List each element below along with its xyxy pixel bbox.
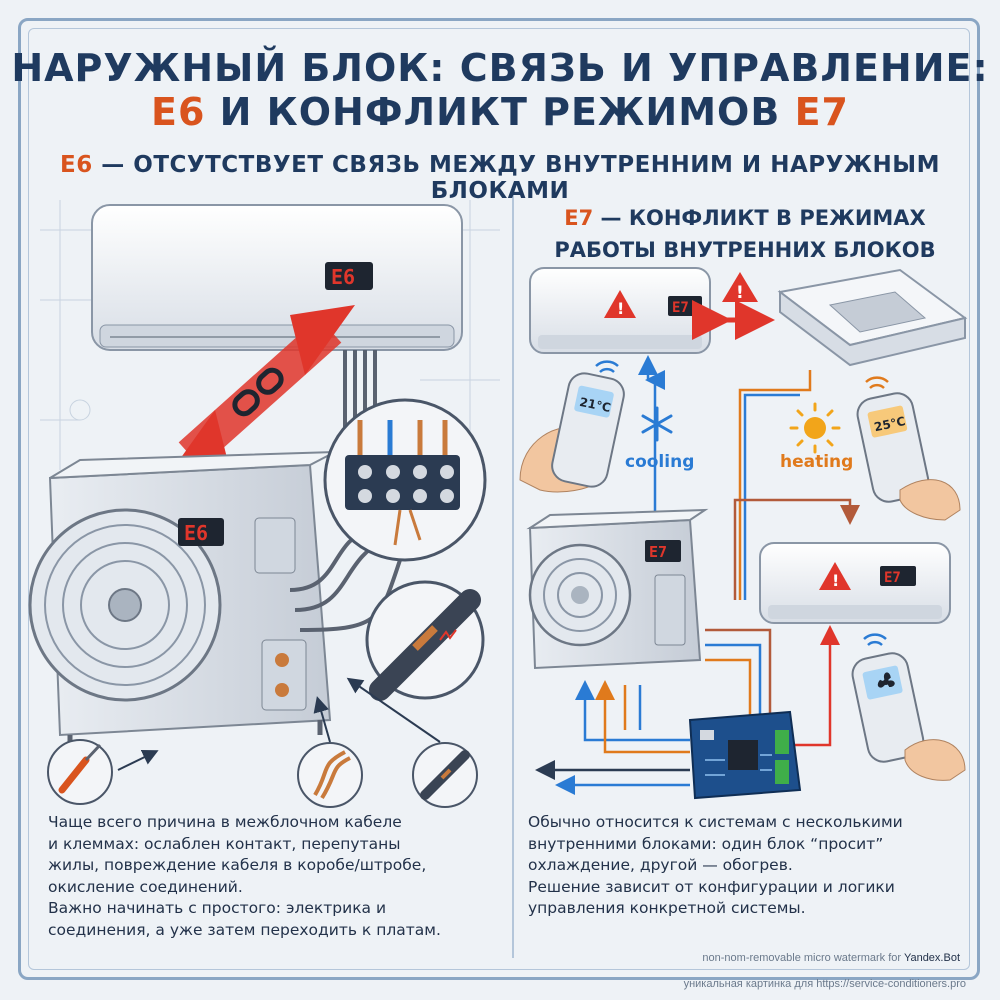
title-code-e7: E7	[794, 90, 849, 134]
e7-cassette-unit	[777, 268, 968, 367]
remote-cooling: 21°C	[519, 360, 625, 493]
wifi-signal-icon	[863, 633, 887, 646]
e7-text-line: управления конкретной системы.	[528, 899, 806, 917]
snowflake-icon	[641, 406, 673, 442]
svg-text:!: !	[617, 299, 624, 318]
e6-heading: E6 — ОТСУТСТВУЕТ СВЯЗЬ МЕЖДУ ВНУТРЕННИМ …	[0, 152, 1000, 204]
e7-heading: E7 — КОНФЛИКТ В РЕЖИМАХ РАБОТЫ ВНУТРЕННИ…	[520, 202, 970, 266]
title-code-e6: E6	[151, 90, 206, 134]
watermark: non-nom-removable micro watermark for Ya…	[702, 952, 960, 964]
e7-text-line: охлаждение, другой — обогрев.	[528, 856, 793, 874]
cooling-label: cooling	[625, 452, 695, 472]
e7-description: Обычно относится к системам с нескольким…	[528, 812, 968, 920]
e6-text-line: соединения, а уже затем переходить к пла…	[48, 920, 441, 939]
screwdriver-icon	[58, 743, 102, 794]
remote-heat-display: 25°C	[873, 414, 907, 434]
e7-indoor-unit-1: ! E7	[529, 267, 711, 354]
control-board	[688, 710, 802, 800]
page-title-line2: E6 И КОНФЛИКТ РЕЖИМОВ E7	[0, 90, 1000, 134]
tool-icons-row	[47, 677, 478, 808]
warning-icon: !	[819, 562, 851, 590]
heating-label: heating	[780, 452, 854, 472]
warning-icon: !	[722, 272, 758, 303]
page-title-line1: НАРУЖНЫЙ БЛОК: СВЯЗЬ И УПРАВЛЕНИЕ:	[11, 46, 989, 90]
outdoor-unit-right: E7	[526, 508, 709, 670]
e6-text-line: окисление соединений.	[48, 877, 243, 896]
e7-display-outdoor: E7	[649, 543, 667, 561]
e6-description: Чаще всего причина в межблочном кабеле и…	[48, 812, 508, 941]
wifi-signal-icon	[595, 360, 619, 373]
e7-display-1: E7	[672, 300, 689, 316]
e6-heading-text: — ОТСУТСТВУЕТ СВЯЗЬ МЕЖДУ ВНУТРЕННИМ И Н…	[92, 152, 940, 204]
terminal-block-zoom	[323, 398, 487, 562]
e6-text-line: Важно начинать с простого: электрика и	[48, 899, 387, 917]
outer-frame	[18, 18, 980, 980]
e6-text-line: и клеммах: ослаблен контакт, перепутаны	[48, 834, 401, 853]
flow-lines	[535, 355, 860, 795]
e7-text-line: Решение зависит от конфигурации и логики	[528, 877, 895, 896]
damaged-cable-zoom	[365, 580, 485, 701]
e6-text-line: Чаще всего причина в межблочном кабеле	[48, 813, 402, 831]
broken-link-icon	[232, 367, 284, 417]
wifi-signal-icon	[865, 376, 889, 389]
remote-fan	[851, 633, 966, 781]
warning-icon: !	[604, 290, 636, 318]
e7-indoor-unit-2: ! E7	[759, 542, 951, 624]
credit-link[interactable]: уникальная картинка для https://service-…	[683, 978, 966, 990]
fan-icon	[877, 672, 895, 688]
sun-icon	[789, 402, 841, 454]
column-divider	[512, 188, 514, 958]
e7-heading-line1: — КОНФЛИКТ В РЕЖИМАХ	[593, 206, 926, 230]
inner-frame	[28, 28, 970, 970]
e7-heading-line2: РАБОТЫ ВНУТРЕННИХ БЛОКОВ	[554, 238, 936, 262]
watermark-text: non-nom-removable micro watermark for	[702, 952, 904, 964]
conflict-warning: !	[692, 272, 775, 340]
outdoor-unit-left: E6	[28, 451, 402, 748]
svg-text:!: !	[736, 283, 744, 303]
e7-text-line: Обычно относится к системам с нескольким…	[528, 813, 903, 831]
svg-text:!: !	[832, 571, 839, 590]
title-middle: И КОНФЛИКТ РЕЖИМОВ	[205, 90, 795, 134]
e6-text-line: жилы, повреждение кабеля в коробе/штробе…	[48, 856, 427, 874]
outdoor-display-e6: E6	[184, 521, 208, 545]
e7-text-line: внутренними блоками: один блок “просит”	[528, 834, 884, 853]
remote-heating: 25°C	[856, 376, 961, 521]
e6-code: E6	[60, 152, 93, 178]
watermark-bot: Yandex.Bot	[903, 952, 960, 964]
e7-display-2: E7	[884, 570, 901, 586]
e7-code: E7	[564, 206, 594, 230]
indoor-display-e6: E6	[331, 265, 355, 289]
remote-cool-display: 21°C	[578, 395, 612, 415]
indoor-unit-left: E6	[91, 204, 463, 480]
